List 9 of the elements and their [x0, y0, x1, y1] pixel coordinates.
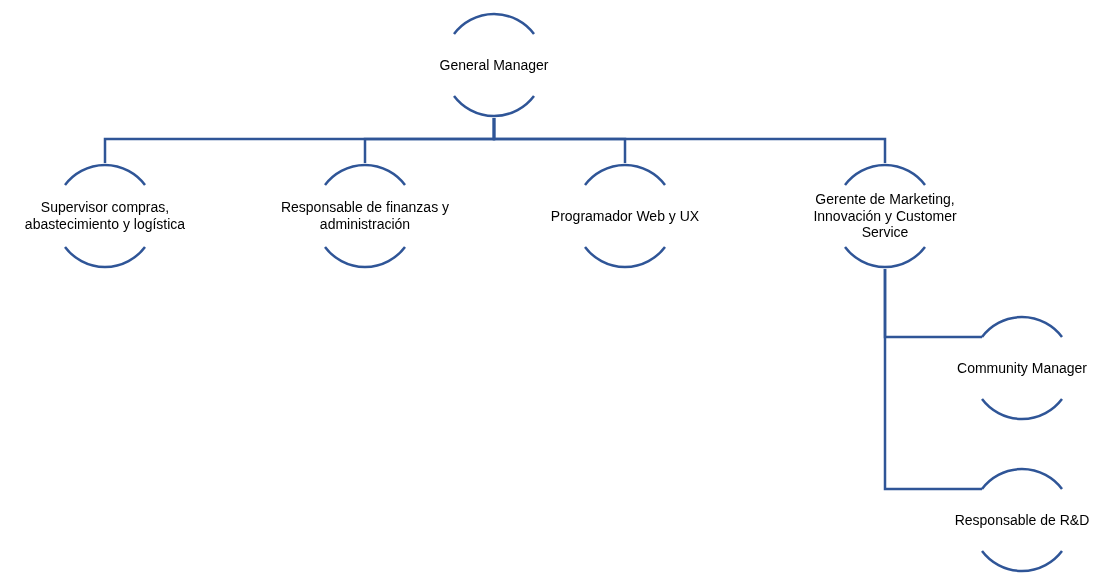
node-label: Responsable de R&D: [954, 511, 1090, 529]
node-label: General Manager: [439, 56, 549, 74]
node-label: Responsable de finanzas y administración: [279, 199, 451, 233]
connector-line: [492, 118, 887, 163]
node-label: Community Manager: [957, 359, 1087, 377]
node-label: Programador Web y UX: [550, 207, 700, 225]
connector-line: [883, 269, 982, 491]
node-label: Gerente de Marketing, Innovación y Customer Service: [812, 190, 958, 242]
node-label: Supervisor compras, abastecimiento y logística: [23, 199, 187, 233]
